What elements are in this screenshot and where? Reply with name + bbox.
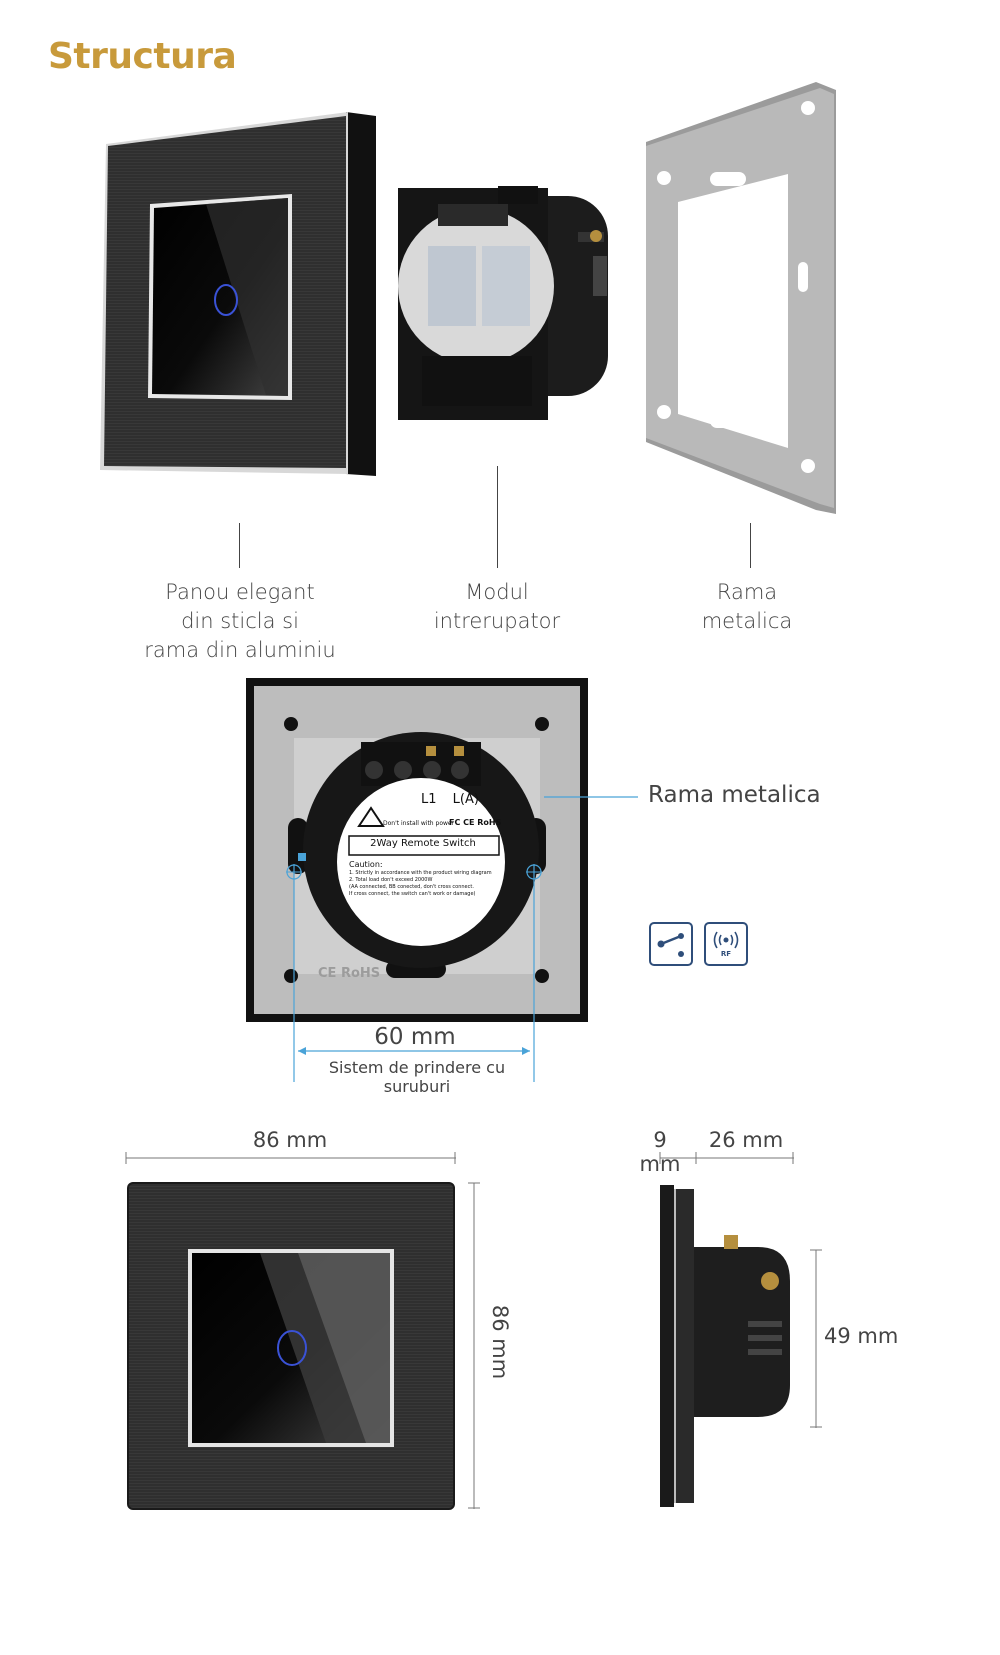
height-dimension: 86 mm bbox=[488, 1304, 512, 1380]
panel-depth-dimension: 9 mm bbox=[639, 1128, 681, 1176]
frame-callout-label: Rama metalica bbox=[648, 782, 821, 808]
cert-marks: FC CE RoHS bbox=[449, 818, 502, 827]
rf-remote-badge: RF bbox=[704, 922, 748, 966]
height-dimension-line bbox=[468, 1182, 480, 1509]
module-leader-line bbox=[497, 466, 498, 568]
side-view-image bbox=[660, 1185, 790, 1507]
panel-leader-line bbox=[239, 523, 240, 568]
width-dimension: 86 mm bbox=[252, 1128, 328, 1152]
warning-text: Don't install with power bbox=[383, 820, 455, 827]
terminal-la: L(A) bbox=[452, 792, 479, 807]
metal-frame-image bbox=[646, 82, 836, 514]
panel-label: Panou elegant din sticla si rama din alu… bbox=[144, 580, 336, 662]
terminal-l1: L1 bbox=[421, 792, 437, 807]
module-height-dimension: 49 mm bbox=[824, 1324, 899, 1348]
rf-label: RF bbox=[720, 950, 732, 958]
mounting-caption: Sistem de prindere cu suruburi bbox=[328, 1058, 506, 1096]
frame-callout-line bbox=[544, 796, 638, 798]
caution-title: Caution: bbox=[349, 860, 383, 869]
mounting-distance: 60 mm bbox=[374, 1024, 456, 1050]
front-led-ring-icon bbox=[277, 1330, 307, 1366]
width-dimension-line bbox=[125, 1152, 456, 1164]
product-name: 2Way Remote Switch bbox=[370, 838, 476, 849]
terminal-labels: L1 L(A) bbox=[421, 792, 511, 807]
switch-module-image bbox=[398, 186, 608, 420]
back-view-image bbox=[246, 678, 588, 1022]
frame-label: Rama metalica bbox=[701, 580, 793, 633]
module-height-dimension-line bbox=[810, 1249, 822, 1428]
front-panel-image bbox=[127, 1182, 455, 1510]
rf-remote-icon bbox=[713, 931, 739, 949]
page-title: Structura bbox=[48, 36, 237, 77]
module-depth-dimension: 26 mm bbox=[708, 1128, 784, 1152]
module-label: Modul intrerupator bbox=[433, 580, 561, 633]
led-ring-icon bbox=[214, 284, 238, 316]
two-way-switch-badge bbox=[649, 922, 693, 966]
depth-dimension-line bbox=[659, 1152, 794, 1164]
two-way-switch-icon bbox=[657, 933, 684, 957]
caution-lines: 1. Strictly in accordance with the produ… bbox=[349, 870, 492, 897]
mounting-lines bbox=[286, 864, 542, 1082]
panel-image bbox=[100, 112, 376, 476]
frame-leader-line bbox=[750, 523, 751, 568]
frame-marking: CE RoHS bbox=[318, 966, 381, 981]
